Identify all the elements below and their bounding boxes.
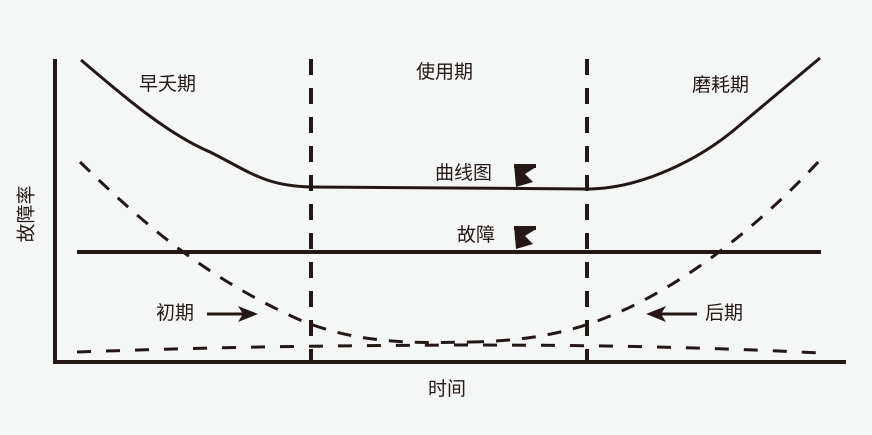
- failure-pointer-icon: [514, 226, 536, 249]
- early-failure-curve: [78, 160, 471, 345]
- wearout-failure-curve: [469, 158, 822, 344]
- late-annotation: 后期: [705, 302, 744, 324]
- phase-label-useful: 使用期: [416, 61, 474, 83]
- x-axis-label: 时间: [428, 378, 467, 400]
- baseline-dashed-curve: [76, 343, 821, 355]
- phase-label-early: 早夭期: [139, 73, 197, 95]
- early-annotation: 初期: [156, 302, 195, 324]
- bathtub-curve: [80, 56, 821, 191]
- y-axis-label: 故障率: [15, 185, 38, 243]
- early-arrow-head: [238, 306, 258, 322]
- phase-label-wearout: 磨耗期: [692, 74, 750, 96]
- curve-pointer-icon: [514, 164, 536, 187]
- late-arrow-head: [646, 306, 666, 322]
- y-axis-label-container: 故障率: [10, 180, 40, 248]
- curve-annotation: 曲线图: [435, 162, 493, 184]
- failure-annotation: 故障: [457, 224, 496, 246]
